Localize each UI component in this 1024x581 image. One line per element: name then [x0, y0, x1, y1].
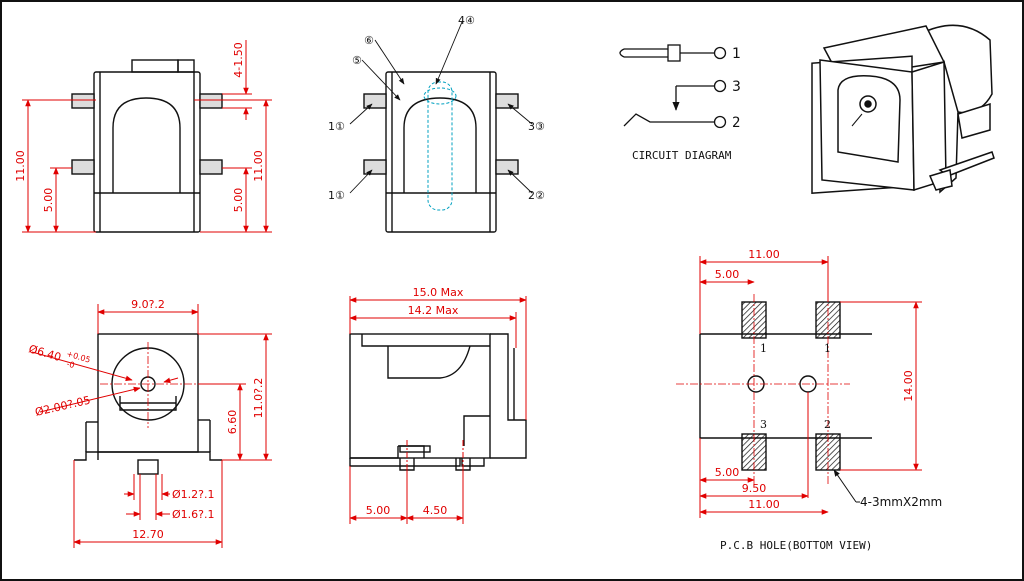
dim-pcb-height: 14.00	[902, 370, 915, 402]
dim-front-height-left: 11.00	[14, 150, 27, 182]
circuit-pin-3: 3	[732, 79, 741, 95]
bottom-left-centerlines	[100, 342, 198, 428]
pcb-pad-label-1a: 1	[760, 342, 767, 355]
dim-bl-base: 12.70	[132, 528, 164, 541]
dim-front-pin-right: 5.00	[232, 188, 245, 213]
callout-4: 4④	[458, 14, 475, 27]
dim-bl-outer-dia: Ø6.40	[27, 342, 62, 364]
dim-bl-inner-dia: Ø2.00?.05	[34, 394, 92, 419]
circuit-diagram	[619, 44, 727, 129]
isometric-view	[811, 24, 995, 195]
dim-front-pin-left: 5.00	[42, 188, 55, 213]
front-view	[71, 59, 223, 233]
dim-bl-outer-tol-lower: -0	[65, 359, 75, 370]
callout-6: ⑥	[364, 34, 374, 47]
pcb-hole-leader	[833, 469, 857, 503]
dim-side-max-outer: 15.0 Max	[413, 286, 464, 299]
dim-pcb-bottom-mid: 9.50	[742, 482, 767, 495]
circuit-pin-1: 1	[732, 46, 741, 62]
dim-bl-pin2: Ø1.6?.1	[172, 508, 215, 521]
pcb-pad-label-3: 3	[760, 418, 767, 431]
circuit-caption: CIRCUIT DIAGRAM	[632, 149, 732, 162]
pcb-pad-label-1b: 1	[824, 342, 831, 355]
dim-bl-center: 6.60	[226, 410, 239, 435]
dim-front-top: 4-1.50	[232, 42, 245, 77]
dim-pcb-top: 11.00	[748, 248, 780, 261]
pcb-view	[699, 301, 872, 471]
dim-side-max-inner: 14.2 Max	[408, 304, 459, 317]
dim-pcb-bottom-half: 5.00	[715, 466, 740, 479]
dim-side-b: 4.50	[423, 504, 448, 517]
callout-3: 3③	[528, 120, 545, 133]
pcb-caption: P.C.B HOLE(BOTTOM VIEW)	[720, 539, 872, 552]
pcb-centerlines	[676, 294, 850, 484]
dim-side-a: 5.00	[366, 504, 391, 517]
dim-bl-width: 9.0?.2	[131, 298, 165, 311]
callout-2: 2②	[528, 189, 545, 202]
pcb-dimensions	[699, 256, 922, 518]
pcb-pad-label-2: 2	[824, 418, 831, 431]
callout-1-upper: 1①	[328, 120, 345, 133]
callout-leaders	[349, 21, 533, 194]
callout-5: ⑤	[352, 54, 362, 67]
side-view-dimensions	[349, 296, 527, 524]
dim-front-height-right: 11.00	[252, 150, 265, 182]
front-view-dimensions	[22, 40, 272, 233]
dim-bl-pin1: Ø1.2?.1	[172, 488, 215, 501]
dim-pcb-bottom: 11.00	[748, 498, 780, 511]
callout-1-lower: 1①	[328, 189, 345, 202]
side-view	[349, 333, 527, 471]
pcb-hole-note: 4-3mmX2mm	[860, 495, 942, 509]
bottom-left-dimensions	[31, 304, 272, 548]
dim-bl-height: 11.0?.2	[252, 378, 265, 419]
center-pin	[423, 81, 457, 211]
circuit-pin-2: 2	[732, 115, 740, 131]
callout-view	[363, 71, 519, 233]
dim-pcb-top-half: 5.00	[715, 268, 740, 281]
